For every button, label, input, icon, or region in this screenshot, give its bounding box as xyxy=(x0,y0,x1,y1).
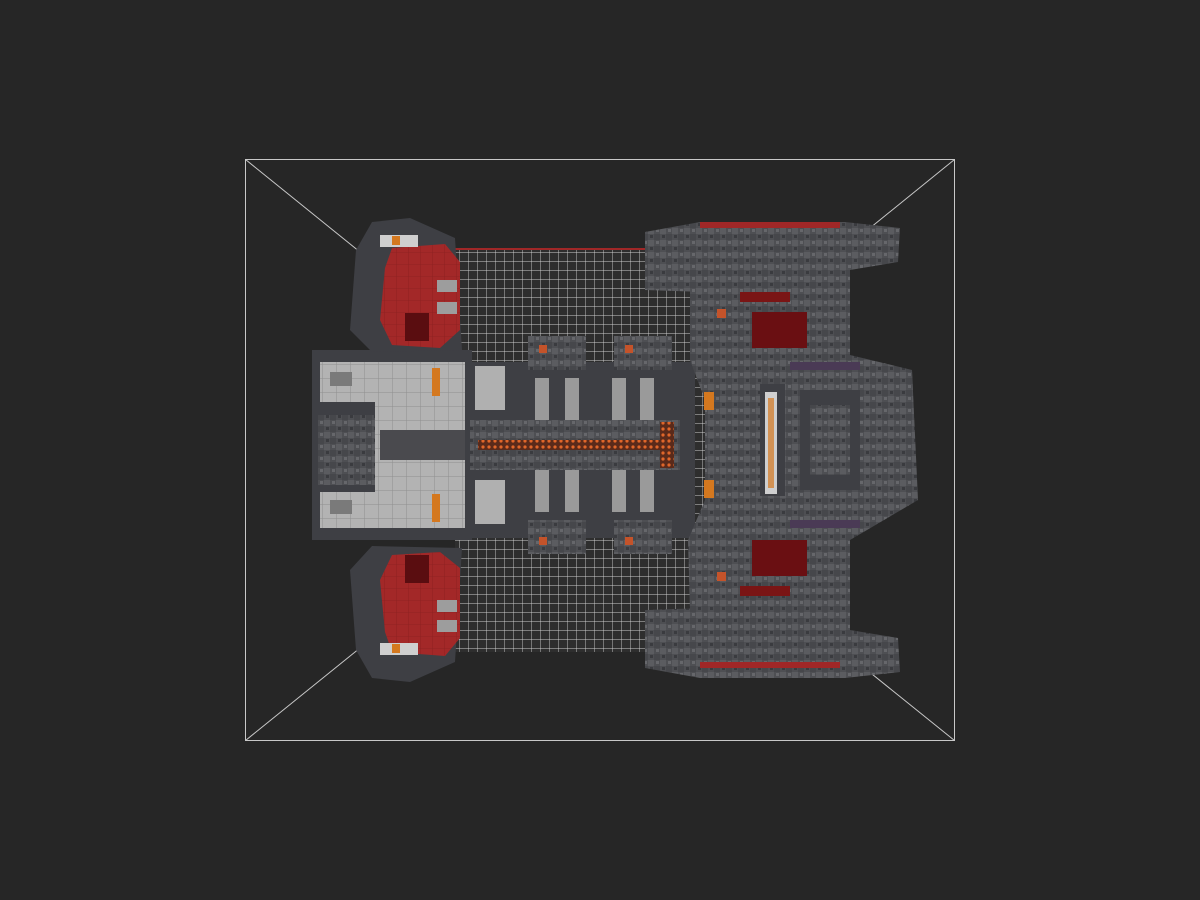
bounding-box xyxy=(245,159,955,741)
left-hull xyxy=(312,350,472,540)
left-lower-wing xyxy=(350,546,462,682)
right-engine-section xyxy=(645,222,918,678)
left-upper-wing xyxy=(350,218,462,352)
grid-modules xyxy=(528,336,672,554)
central-spine xyxy=(465,362,695,538)
